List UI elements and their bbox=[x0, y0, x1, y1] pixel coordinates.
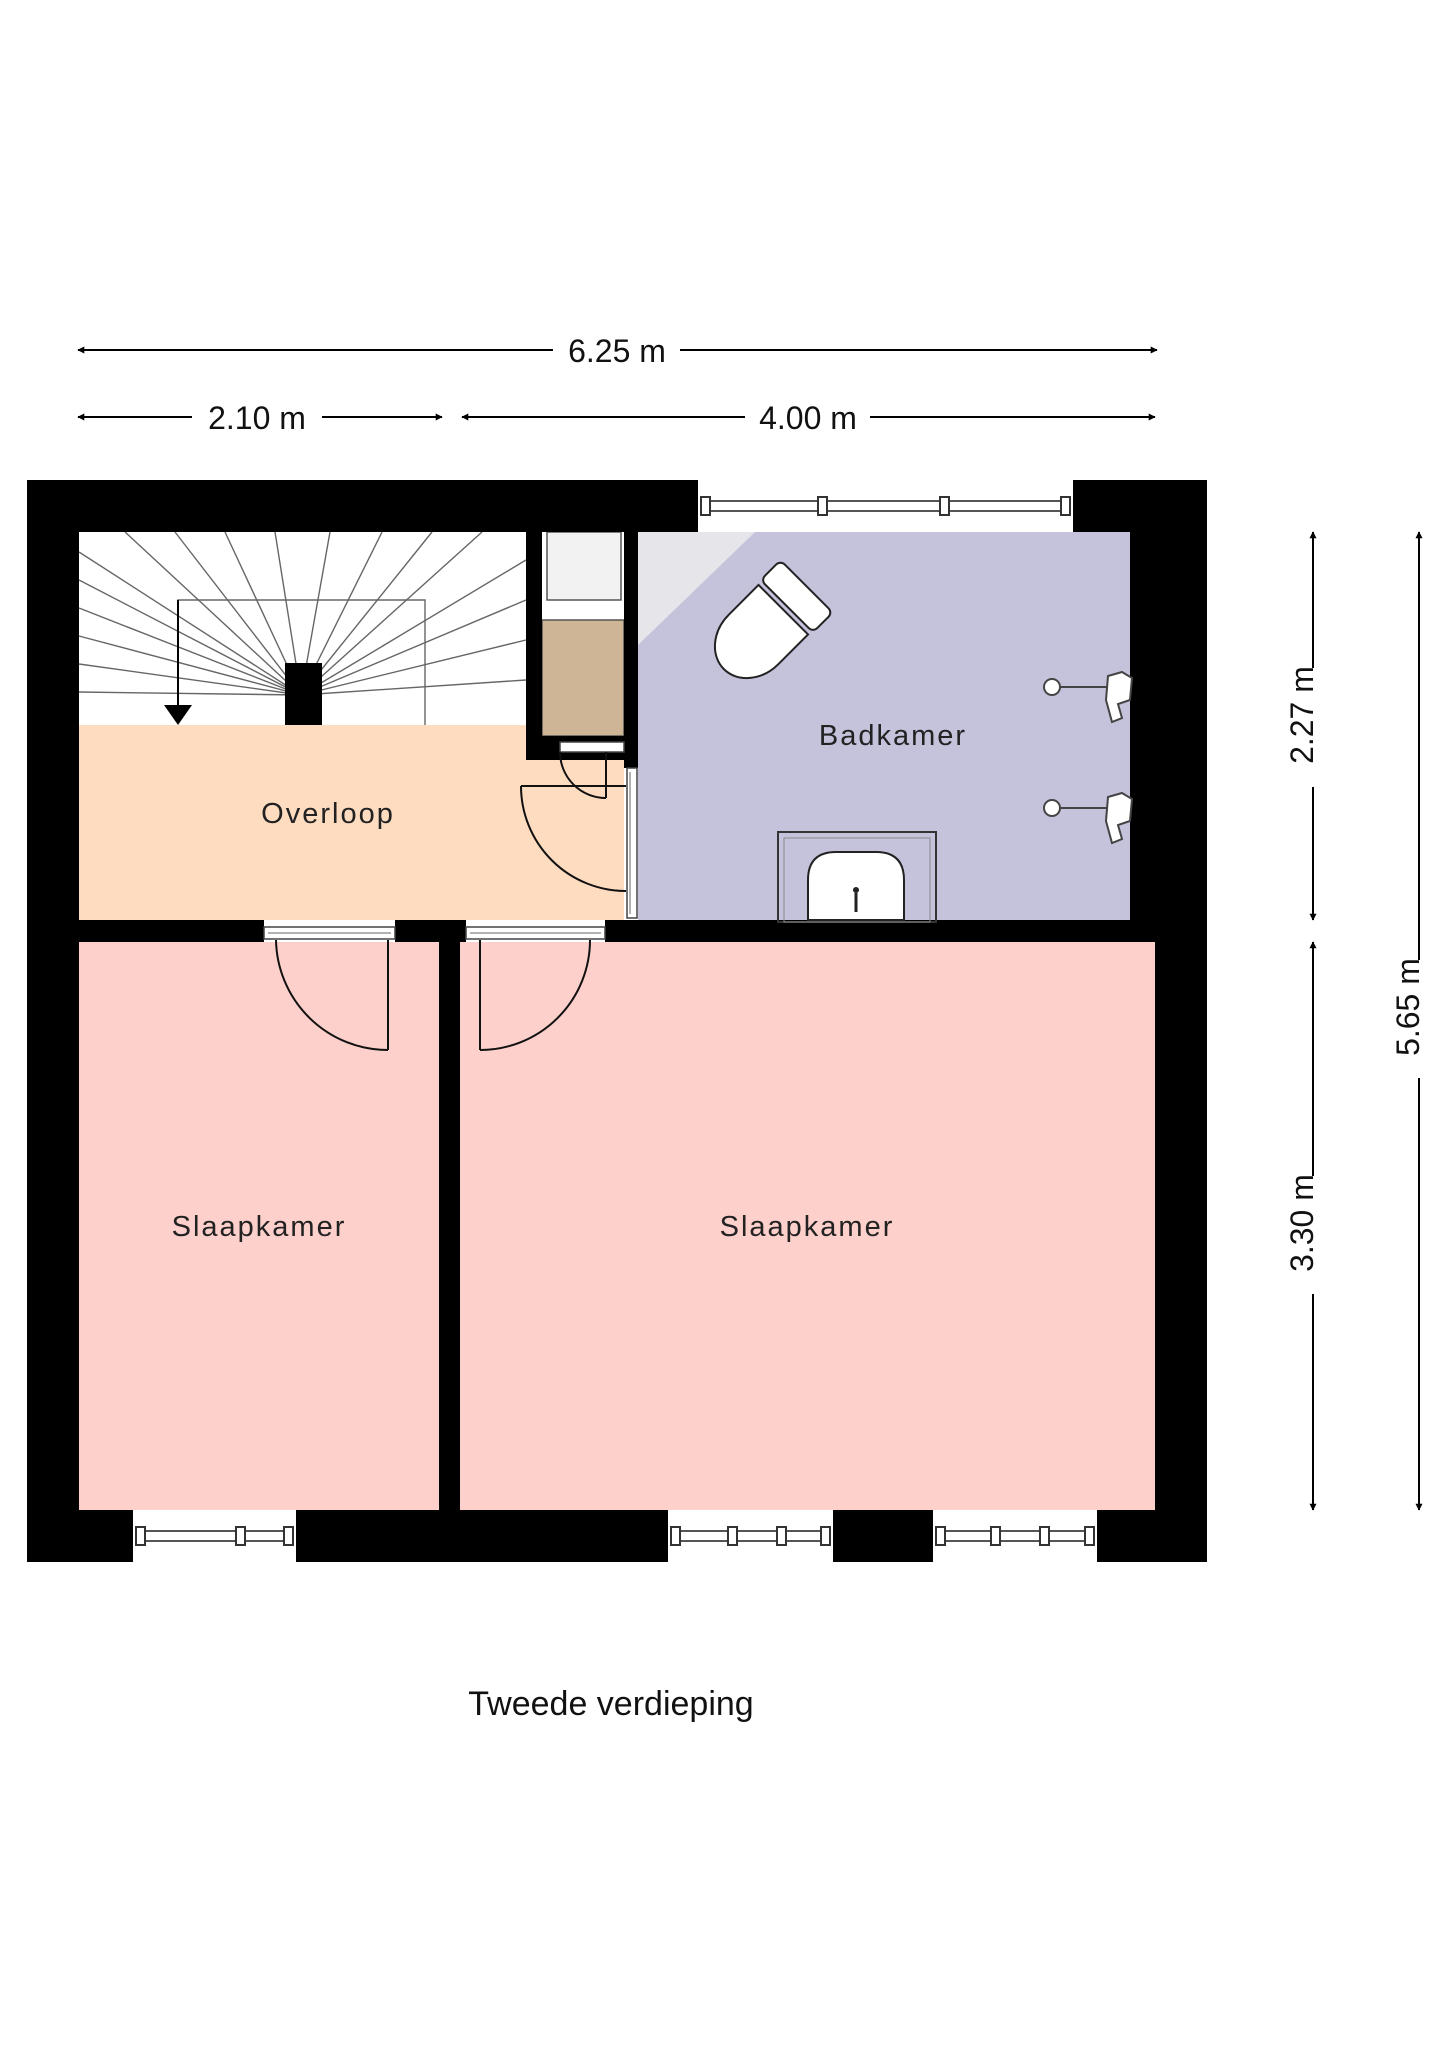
room-label-landing: Overloop bbox=[261, 798, 395, 830]
bedroom-large-floor bbox=[460, 942, 1155, 1510]
dim-total-width: 6.25 m bbox=[568, 333, 666, 369]
shower-faucet-lower-icon bbox=[1043, 791, 1134, 845]
bathroom-corner-tile bbox=[638, 532, 755, 645]
door-closet bbox=[559, 741, 625, 799]
window-bedroom-large-left bbox=[668, 1524, 833, 1548]
bedroom-small-floor bbox=[79, 942, 439, 1510]
closet bbox=[541, 619, 625, 737]
stair-direction-arrow bbox=[164, 705, 192, 725]
door-bathroom bbox=[520, 767, 638, 919]
dim-left-width: 2.10 m bbox=[208, 400, 306, 436]
window-bedroom-large-right bbox=[933, 1524, 1097, 1548]
dimension-lines bbox=[77, 346, 1423, 1511]
window-bathroom-top bbox=[698, 494, 1073, 518]
room-label-bedroom-large: Slaapkamer bbox=[720, 1211, 895, 1243]
dim-right-width: 4.00 m bbox=[759, 400, 857, 436]
sink-icon bbox=[777, 831, 937, 923]
door-bedroom-small bbox=[263, 926, 396, 1051]
door-bedroom-large bbox=[465, 926, 606, 1051]
dim-total-height: 5.65 m bbox=[1390, 958, 1426, 1056]
closet-top bbox=[546, 531, 622, 601]
floor-caption: Tweede verdieping bbox=[468, 1685, 753, 1723]
shower-faucet-upper-icon bbox=[1043, 670, 1134, 724]
room-label-bedroom-small: Slaapkamer bbox=[172, 1211, 347, 1243]
window-bedroom-small bbox=[133, 1524, 296, 1548]
room-label-bathroom: Badkamer bbox=[819, 720, 967, 752]
dim-lower-height: 3.30 m bbox=[1284, 1174, 1320, 1272]
dim-upper-height: 2.27 m bbox=[1284, 666, 1320, 764]
stair-newel bbox=[285, 663, 322, 725]
toilet-icon bbox=[713, 561, 832, 680]
walls bbox=[27, 480, 1207, 1562]
